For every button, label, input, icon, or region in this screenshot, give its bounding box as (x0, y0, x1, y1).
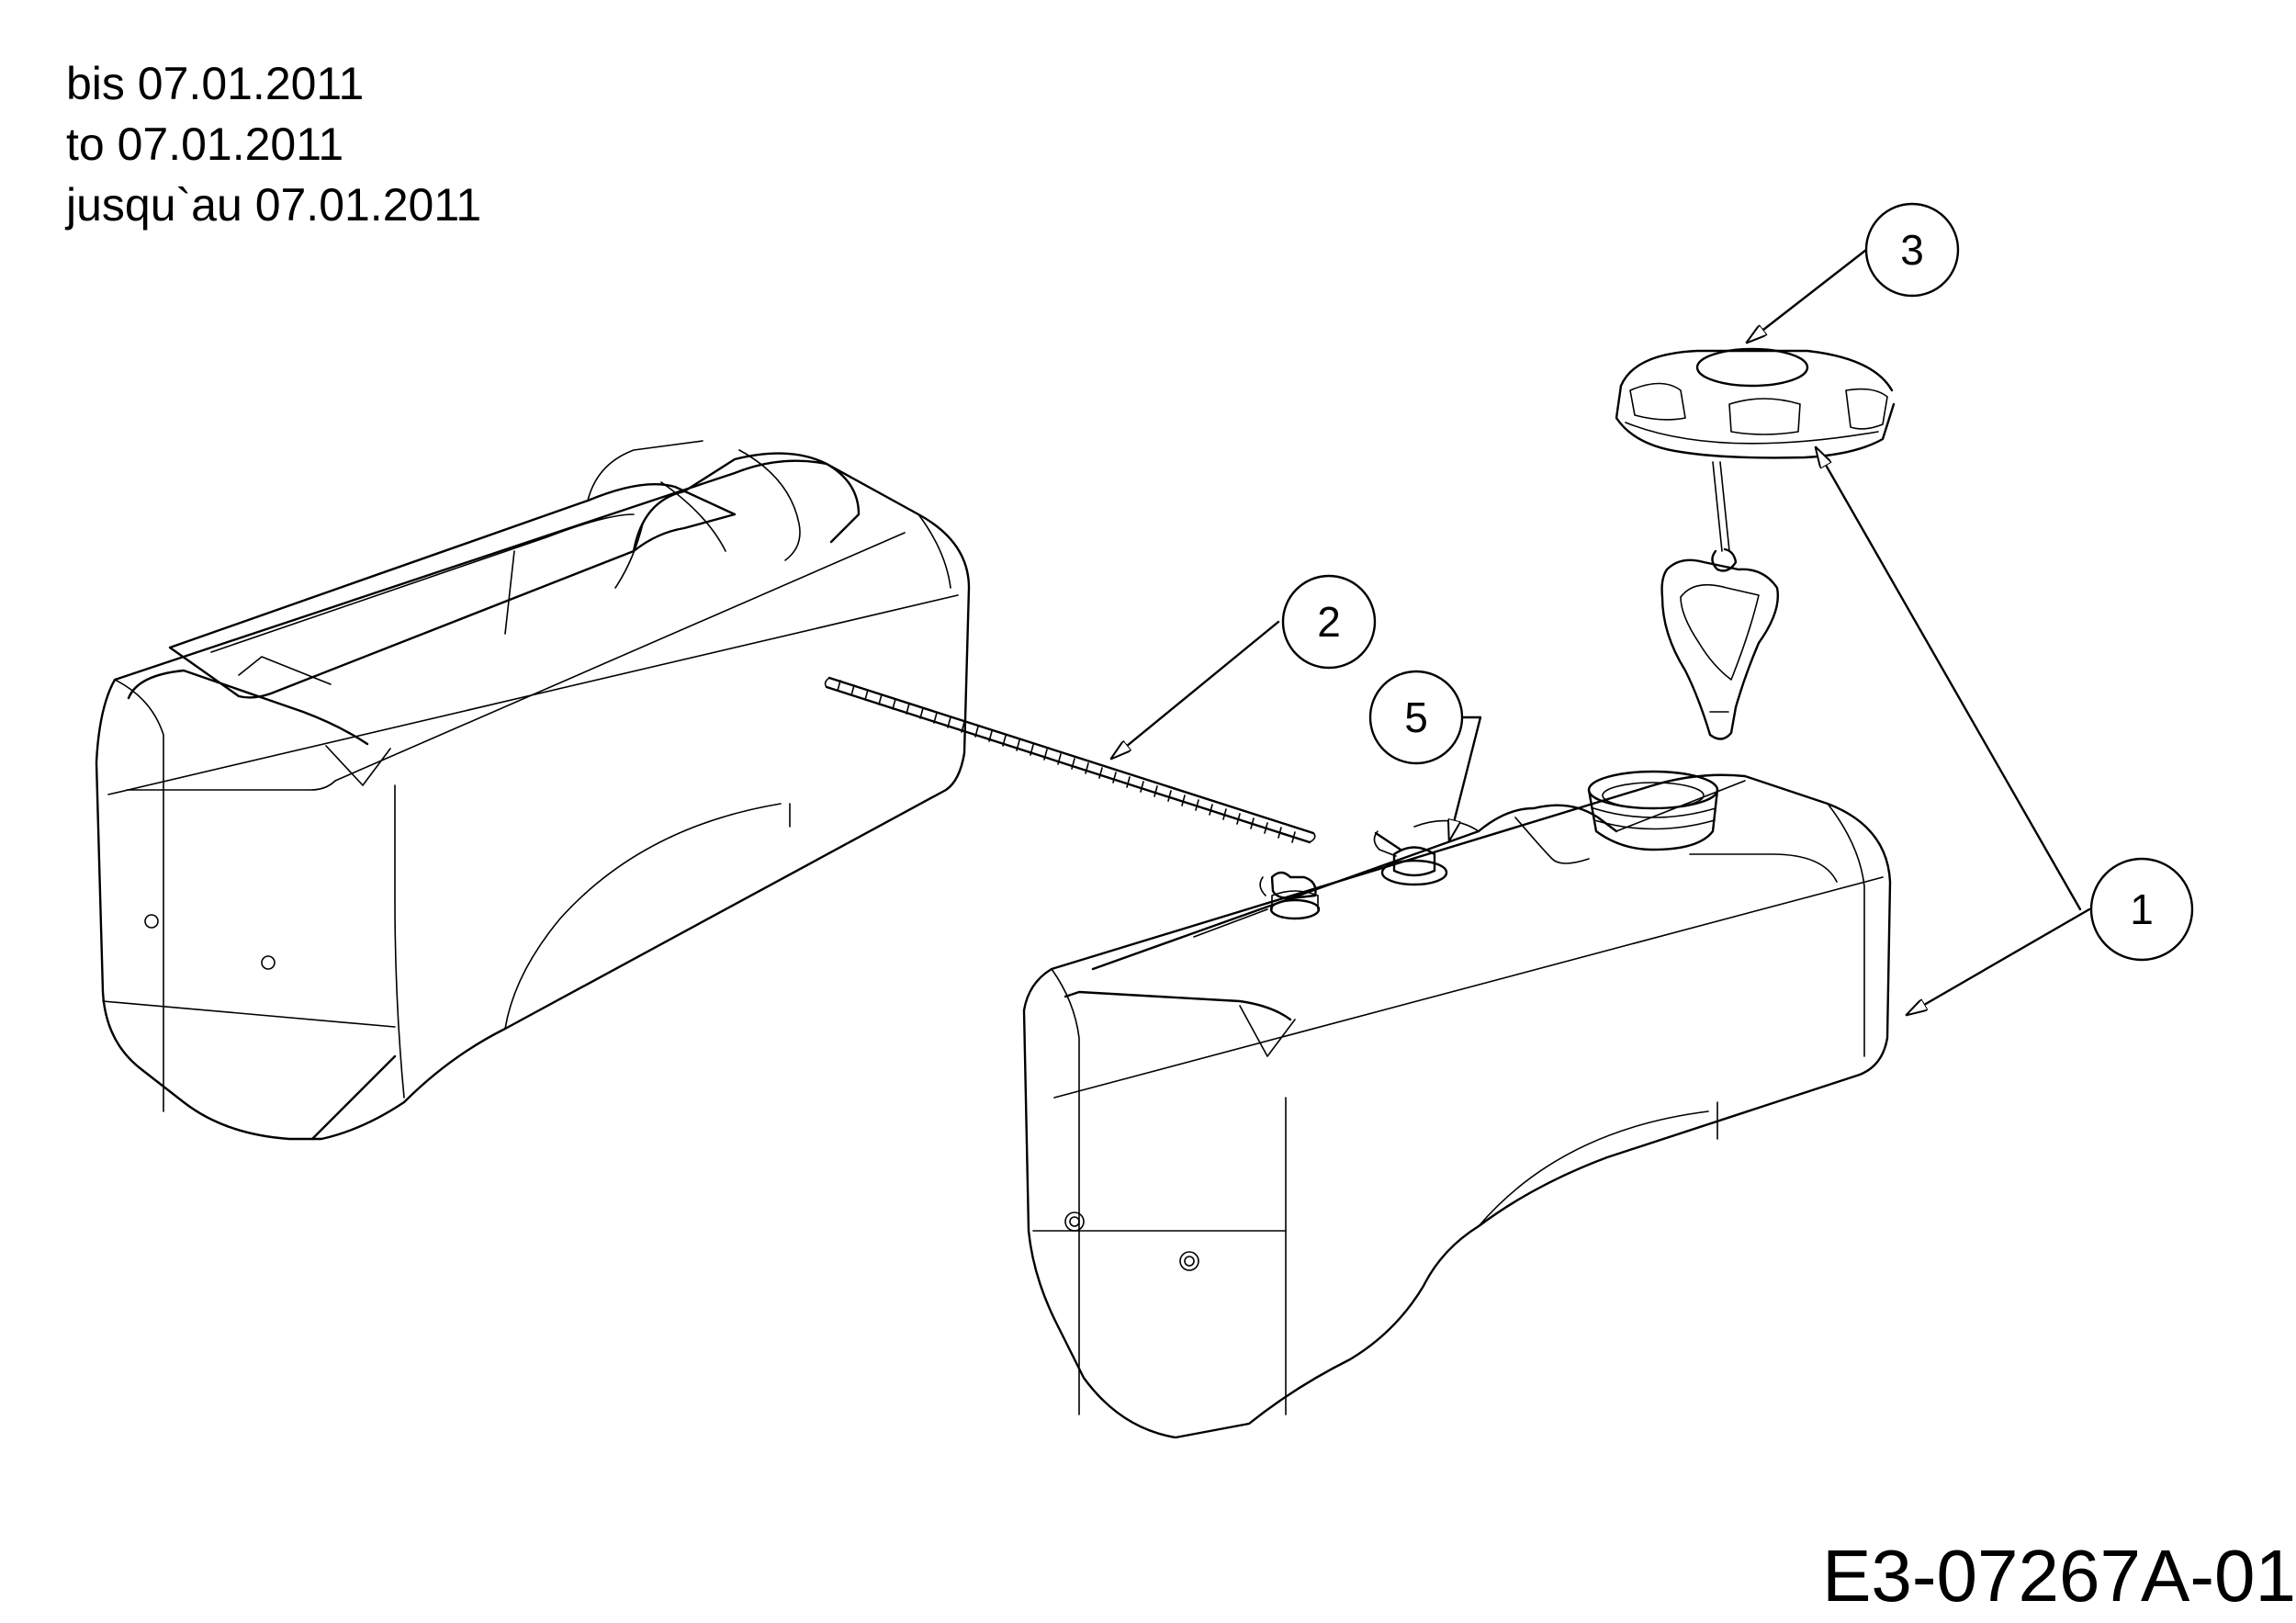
callout-1: 1 (2089, 857, 2194, 962)
callout-5: 5 (1368, 670, 1464, 765)
callout-2: 2 (1281, 574, 1377, 670)
date-note: bis 07.01.2011 to 07.01.2011 jusqu`au 07… (66, 53, 481, 235)
callout-2-label: 2 (1317, 598, 1341, 646)
left-tank-half (95, 440, 971, 1141)
filler-cap (1615, 347, 1896, 740)
leader-tank-side (1907, 907, 2091, 1015)
date-note-line-de: bis 07.01.2011 (66, 58, 365, 109)
drawing-number: E3-07267A-01 (1822, 1535, 2296, 1617)
callout-3-label: 3 (1900, 226, 1924, 274)
right-tank-half (1022, 770, 1892, 1439)
leader-lines (1111, 248, 2091, 1015)
callout-1-label: 1 (2130, 885, 2154, 933)
callout-5-label: 5 (1404, 693, 1428, 741)
date-note-line-en: to 07.01.2011 (66, 118, 344, 170)
leader-rod (1111, 620, 1280, 759)
leader-fitting (1449, 716, 1482, 840)
callout-3: 3 (1864, 202, 1960, 298)
threaded-rod (824, 676, 1316, 844)
leader-tank-cap-area (1816, 447, 2082, 911)
leader-cap (1747, 248, 1868, 343)
date-note-line-fr: jusqu`au 07.01.2011 (66, 179, 482, 231)
